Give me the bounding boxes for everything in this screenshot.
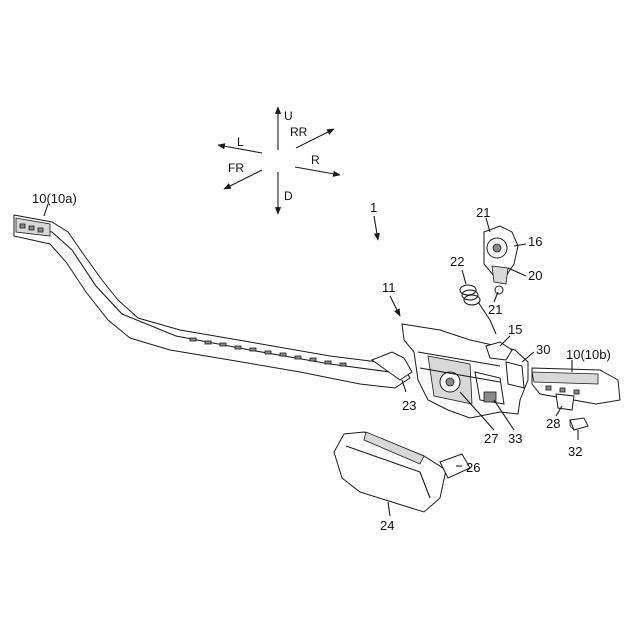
direction-front: FR bbox=[228, 161, 244, 175]
label-rod-10a: 10(10a) bbox=[32, 191, 77, 206]
rod-10a bbox=[14, 215, 412, 388]
leader-1 bbox=[374, 216, 378, 240]
label-lever-20: 20 bbox=[528, 268, 542, 283]
handle-24 bbox=[334, 432, 470, 512]
label-rod-10b: 10(10b) bbox=[566, 347, 611, 362]
label-gear-27: 27 bbox=[484, 431, 498, 446]
label-pin-21-top: 21 bbox=[476, 205, 490, 220]
label-unit-11: 11 bbox=[382, 280, 396, 295]
label-housing-30: 30 bbox=[536, 342, 550, 357]
direction-rear: RR bbox=[290, 125, 308, 139]
rod-10b bbox=[532, 368, 620, 410]
leader-11 bbox=[390, 296, 400, 316]
label-handle-24: 24 bbox=[380, 518, 394, 533]
right-arrow bbox=[295, 167, 340, 175]
label-shaft-26: 26 bbox=[466, 460, 480, 475]
label-clip-23: 23 bbox=[402, 398, 416, 413]
label-pin-21-bottom: 21 bbox=[488, 302, 502, 317]
label-latch-16: 16 bbox=[528, 234, 542, 249]
label-cap-32: 32 bbox=[568, 444, 582, 459]
label-assembly-1: 1 bbox=[370, 200, 377, 215]
cap-32 bbox=[570, 418, 588, 430]
housing-unit bbox=[402, 324, 528, 418]
label-plate-15: 15 bbox=[508, 322, 522, 337]
direction-down: D bbox=[284, 189, 293, 203]
latch-assembly bbox=[484, 226, 518, 294]
direction-left: L bbox=[237, 135, 244, 149]
direction-right: R bbox=[311, 153, 320, 167]
label-bracket-28: 28 bbox=[546, 416, 560, 431]
direction-compass: U D L R FR RR bbox=[218, 107, 340, 214]
label-cam-33: 33 bbox=[508, 431, 522, 446]
label-spring-22: 22 bbox=[450, 254, 464, 269]
direction-up: U bbox=[284, 109, 293, 123]
